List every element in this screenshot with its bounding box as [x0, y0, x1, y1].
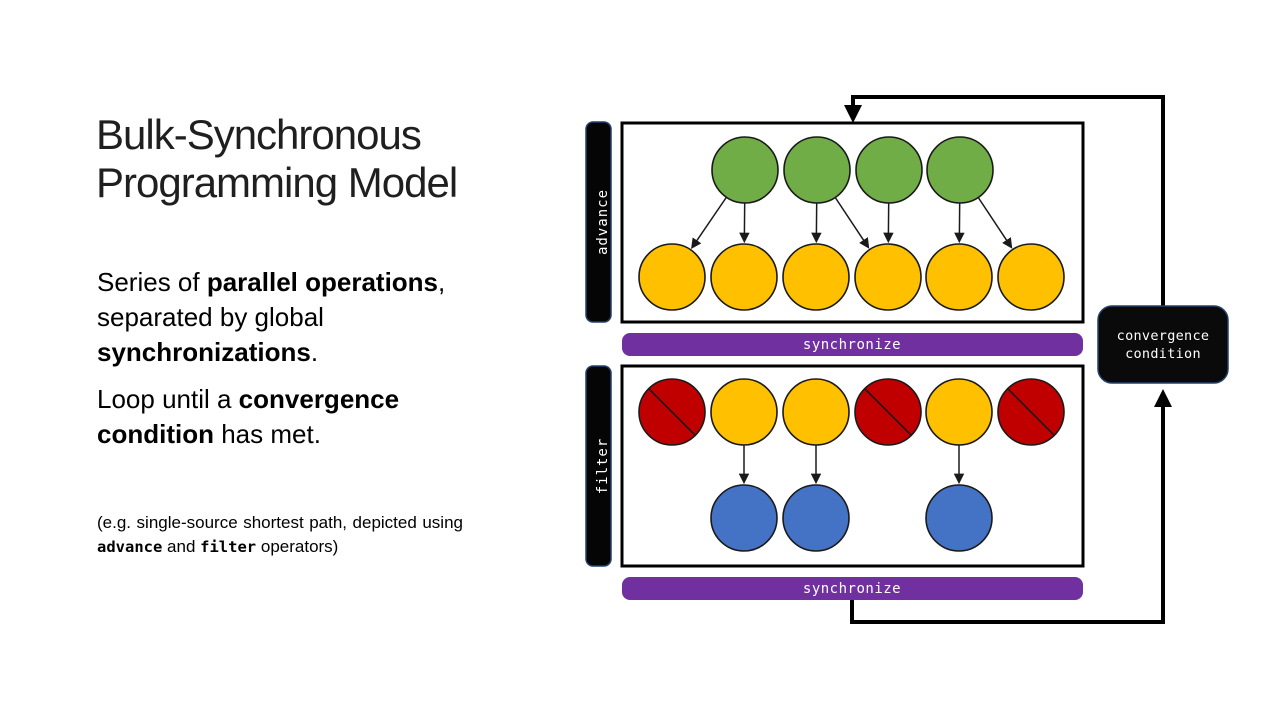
- pass-node: [925, 378, 993, 446]
- synchronize-bar-top-label: synchronize: [803, 337, 901, 353]
- filtered-slash: [1006, 387, 1056, 437]
- filter-label: filter: [595, 438, 611, 495]
- advance-frontier-nodes: [711, 136, 994, 204]
- expanded-node: [925, 243, 993, 311]
- expanded-node: [782, 243, 850, 311]
- frontier-node: [783, 136, 851, 204]
- text-run: operators): [256, 537, 339, 556]
- edge-arrow: [691, 196, 728, 250]
- text-run: .: [310, 337, 319, 367]
- text-run: Loop until a: [97, 384, 239, 414]
- synchronize-bar-bottom: [622, 577, 1083, 600]
- advance-edges: [691, 196, 1013, 250]
- filter-output-nodes: [710, 484, 993, 552]
- text-run: (e.g. single-source shortest path, depic…: [97, 513, 463, 532]
- result-node: [782, 484, 850, 552]
- expanded-node: [710, 243, 778, 311]
- text-run: , separated by global: [97, 267, 446, 332]
- expanded-node: [854, 243, 922, 311]
- filter-label-tab: [585, 365, 612, 567]
- loop-bottom-connector: [850, 389, 1172, 624]
- expanded-node: [638, 243, 706, 311]
- frontier-node: [711, 136, 779, 204]
- frontier-node: [855, 136, 923, 204]
- advance-output-nodes: [638, 243, 1065, 311]
- result-node: [710, 484, 778, 552]
- text-run-bold: synchronizations: [97, 337, 311, 367]
- example-note: (e.g. single-source shortest path, depic…: [97, 511, 463, 559]
- text-run-bold: convergence condition: [97, 384, 400, 449]
- pass-node: [710, 378, 778, 446]
- text-run: and: [162, 537, 201, 556]
- synchronize-bar-top: [622, 333, 1083, 356]
- advance-label: advance: [595, 189, 611, 255]
- edge-arrow: [977, 197, 1013, 249]
- synchronize-bar-bottom-label: synchronize: [803, 581, 901, 597]
- convergence-condition-label-line1: convergence: [1117, 328, 1210, 344]
- advance-label-tab: [585, 121, 612, 323]
- convergence-condition-box: [1097, 305, 1229, 384]
- filtered-slash: [863, 387, 913, 437]
- filter-input-nodes: [638, 378, 1065, 446]
- loop-top-connector: [844, 95, 1165, 306]
- advance-operator-text: advance: [97, 538, 163, 556]
- paragraph-loop-condition: Loop until a convergence condition has m…: [97, 382, 517, 452]
- slide-title: Bulk-Synchronous Programming Model: [96, 111, 458, 206]
- frontier-node: [926, 136, 994, 204]
- pass-node: [782, 378, 850, 446]
- convergence-condition-label-line2: condition: [1125, 346, 1201, 362]
- text-run: has met.: [213, 419, 321, 449]
- filter-operator-text: filter: [200, 538, 257, 556]
- text-run-bold: parallel operations: [206, 267, 439, 297]
- edge-arrow: [834, 197, 870, 249]
- expanded-node: [997, 243, 1065, 311]
- filter-edges: [738, 445, 965, 485]
- text-run: Series of: [97, 267, 207, 297]
- paragraph-parallel-operations: Series of parallel operations, separated…: [97, 265, 517, 370]
- filtered-slash: [647, 387, 697, 437]
- result-node: [925, 484, 993, 552]
